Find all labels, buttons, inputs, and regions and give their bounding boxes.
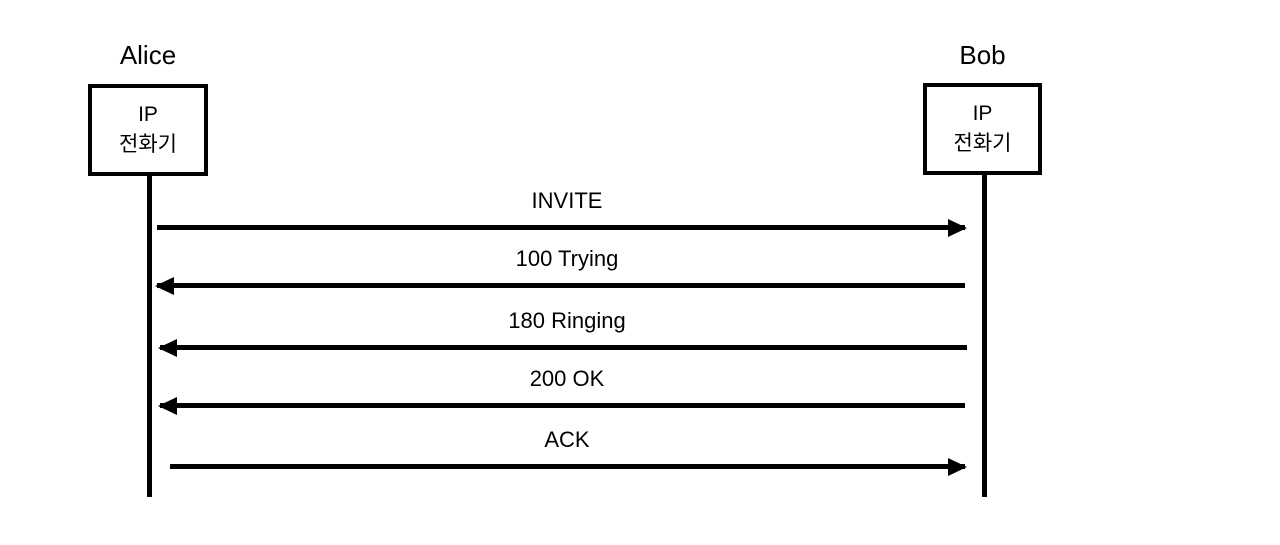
message-label: 100 Trying: [515, 246, 619, 271]
actor-box-bob-label-line1: IP: [972, 102, 993, 125]
actor-box-alice-label-line2: 전화기: [119, 133, 177, 156]
arrowhead-left-icon: [155, 276, 174, 295]
arrowhead-right-icon: [948, 457, 967, 476]
actor-name-alice: Alice: [119, 40, 177, 70]
actor-name-bob: Bob: [959, 40, 1006, 70]
arrowhead-left-icon: [158, 338, 177, 357]
message-arrow-left: [158, 396, 965, 415]
actor-box-alice: IP 전화기: [88, 84, 208, 176]
message-arrow-right: [157, 218, 967, 237]
message-label: 200 OK: [529, 366, 605, 391]
message-arrow-right: [170, 457, 967, 476]
arrowhead-left-icon: [158, 396, 177, 415]
actor-box-bob: IP 전화기: [923, 83, 1042, 175]
message-label: ACK: [544, 427, 590, 452]
message-label: INVITE: [531, 188, 603, 213]
message-arrow-left: [158, 338, 967, 357]
lifeline-bob: [982, 175, 987, 497]
actor-box-bob-label-line2: 전화기: [953, 132, 1012, 155]
message-label: 180 Ringing: [508, 308, 626, 333]
arrowhead-right-icon: [948, 218, 967, 237]
actor-box-alice-label-line1: IP: [138, 103, 158, 126]
lifeline-alice: [147, 176, 152, 497]
message-arrow-left: [155, 276, 965, 295]
